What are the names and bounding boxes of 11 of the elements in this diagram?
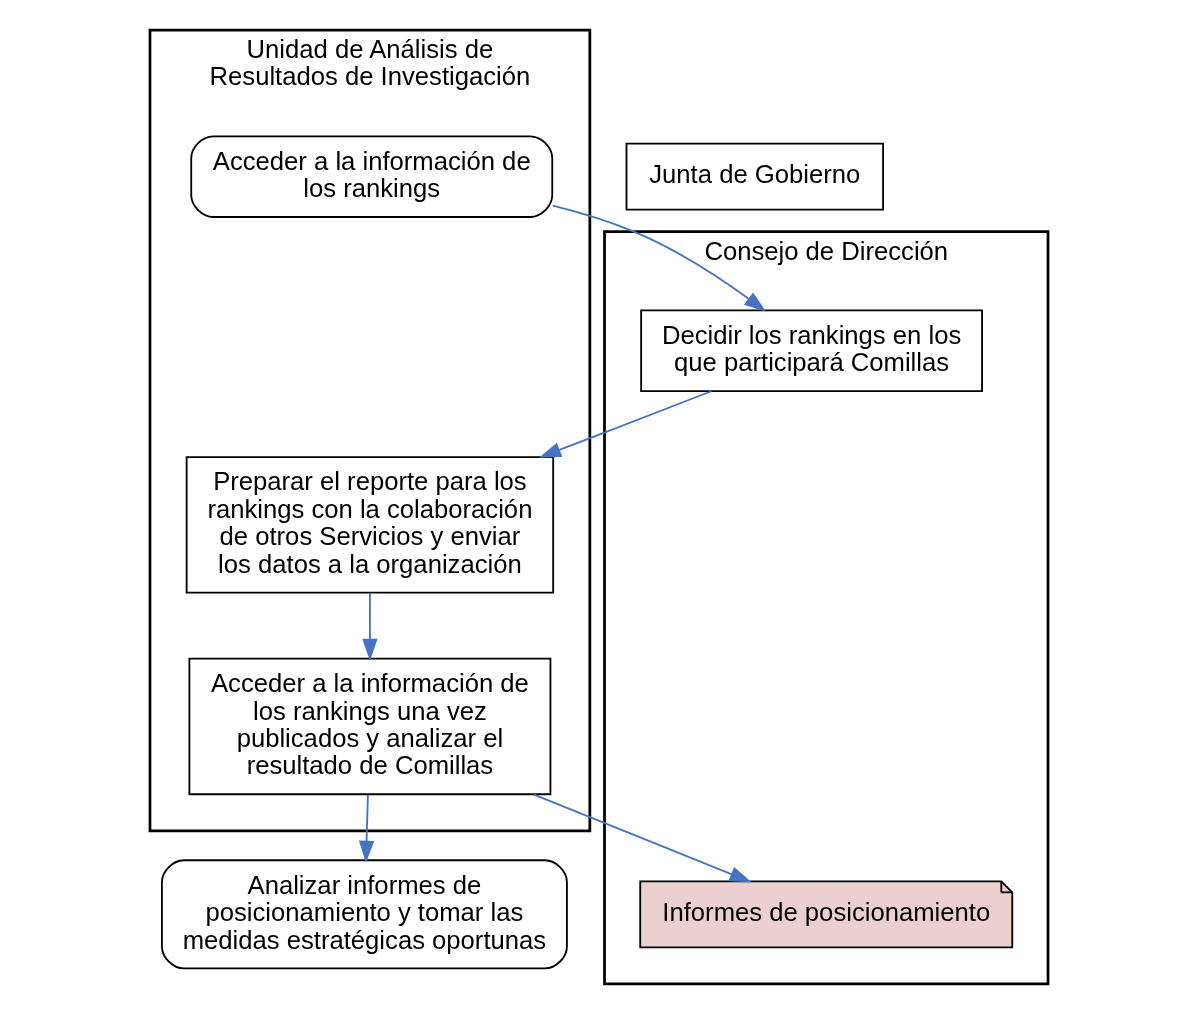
arrow [538,390,712,458]
arrow [532,793,752,883]
node-box: Analizar informes de posicionamiento y tomar las medidas estratégicas oportunas [160,859,568,970]
arrow [551,204,766,312]
node-box: Decidir los rankings en los que participará Comillas [639,309,983,392]
node-box: Junta de Gobierno [625,142,884,211]
node-box: Preparar el reporte para los rankings con la colaboración de otros Servicios y enviar los datos a la organización [185,456,554,594]
arrow [361,592,378,661]
node-box: Acceder a la información de los rankings una vez publicados y analizar el resultado de Comillas [187,657,551,796]
node-box: Acceder a la información de los rankings [189,135,553,218]
arrow [358,793,374,863]
